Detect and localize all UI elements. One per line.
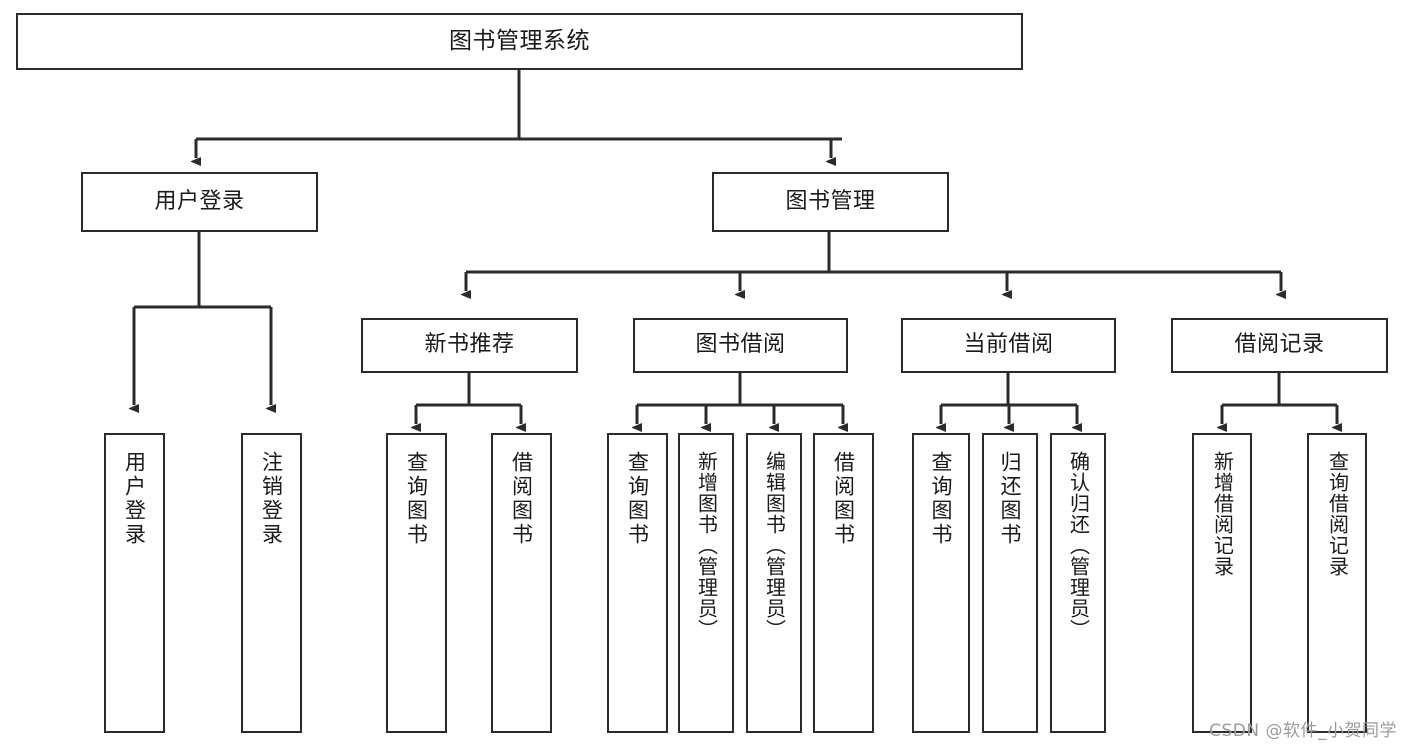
node-leaf-query-book-current-label: 查询图书: [929, 451, 954, 547]
node-leaf-edit-book-admin-label: 编辑图书（管理员）: [762, 451, 787, 640]
node-leaf-query-book-borrow[interactable]: 查询图书: [607, 433, 668, 733]
node-new-book-rec[interactable]: 新书推荐: [361, 318, 578, 373]
node-leaf-user-login-label: 用户登录: [122, 451, 147, 547]
node-leaf-borrow-book[interactable]: 借阅图书: [813, 433, 874, 733]
node-current-borrow-label: 当前借阅: [963, 332, 1054, 358]
node-borrow-record[interactable]: 借阅记录: [1171, 318, 1388, 373]
node-leaf-return-book-label: 归还图书: [998, 451, 1023, 547]
watermark: CSDN @软件_小贺同学: [1209, 721, 1397, 741]
node-leaf-query-book-rec[interactable]: 查询图书: [386, 433, 447, 733]
node-leaf-query-borrow-record-label: 查询借阅记录: [1325, 451, 1350, 577]
node-leaf-add-borrow-record[interactable]: 新增借阅记录: [1192, 433, 1252, 733]
node-leaf-add-book-admin[interactable]: 新增图书（管理员）: [678, 433, 734, 733]
node-leaf-edit-book-admin[interactable]: 编辑图书（管理员）: [746, 433, 802, 733]
node-leaf-add-book-admin-label: 新增图书（管理员）: [694, 451, 719, 640]
node-user-login[interactable]: 用户登录: [81, 172, 318, 232]
node-book-borrow[interactable]: 图书借阅: [633, 318, 848, 373]
node-leaf-confirm-return-admin-label: 确认归还（管理员）: [1066, 451, 1091, 640]
node-book-manage[interactable]: 图书管理: [712, 172, 949, 232]
node-root[interactable]: 图书管理系统: [16, 13, 1023, 70]
node-leaf-borrow-book-rec[interactable]: 借阅图书: [491, 433, 552, 733]
node-leaf-logout-label: 注销登录: [259, 451, 284, 547]
node-leaf-add-borrow-record-label: 新增借阅记录: [1210, 451, 1235, 577]
node-current-borrow[interactable]: 当前借阅: [901, 318, 1116, 373]
node-leaf-query-borrow-record[interactable]: 查询借阅记录: [1307, 433, 1367, 733]
node-leaf-return-book[interactable]: 归还图书: [982, 433, 1038, 733]
node-new-book-rec-label: 新书推荐: [424, 332, 515, 358]
node-leaf-user-login[interactable]: 用户登录: [104, 433, 165, 733]
node-leaf-confirm-return-admin[interactable]: 确认归还（管理员）: [1050, 433, 1106, 733]
node-leaf-query-book-current[interactable]: 查询图书: [912, 433, 970, 733]
node-leaf-borrow-book-label: 借阅图书: [831, 451, 856, 547]
node-leaf-query-book-borrow-label: 查询图书: [625, 451, 650, 547]
node-borrow-record-label: 借阅记录: [1234, 332, 1325, 358]
node-leaf-query-book-rec-label: 查询图书: [404, 451, 429, 547]
node-book-borrow-label: 图书借阅: [695, 332, 786, 358]
node-root-label: 图书管理系统: [449, 27, 590, 54]
node-user-login-label: 用户登录: [154, 188, 245, 214]
node-leaf-borrow-book-rec-label: 借阅图书: [509, 451, 534, 547]
node-leaf-logout[interactable]: 注销登录: [241, 433, 302, 733]
node-book-manage-label: 图书管理: [785, 188, 876, 214]
